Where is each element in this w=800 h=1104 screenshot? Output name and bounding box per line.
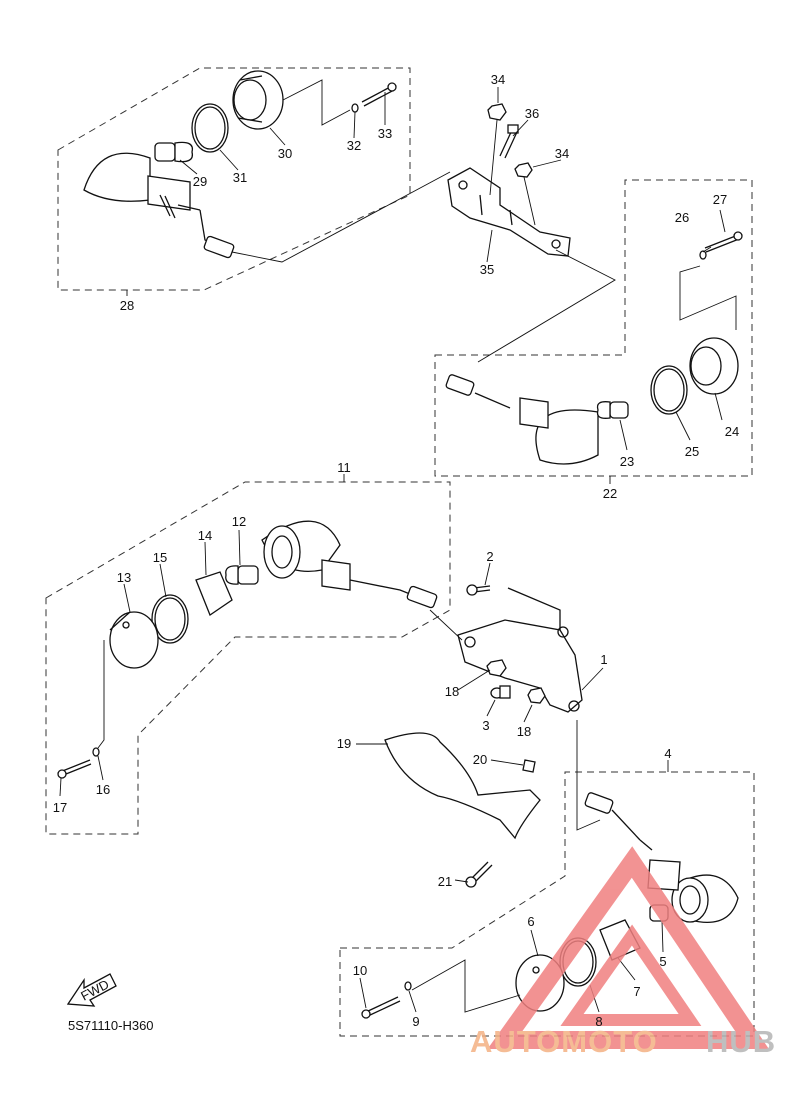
- callout-5: 5: [659, 954, 666, 969]
- callout-23: 23: [620, 454, 634, 469]
- callout-35: 35: [480, 262, 494, 277]
- callout-18b: 18: [517, 724, 531, 739]
- bracket-1: [457, 584, 583, 713]
- callout-18a: 18: [445, 684, 459, 699]
- callout-1: 1: [600, 652, 607, 667]
- callout-31: 31: [233, 170, 247, 185]
- group-4-boundary: [339, 771, 755, 1037]
- callout-36: 36: [525, 106, 539, 121]
- turn-signal-assembly-22: [445, 231, 743, 465]
- callout-7: 7: [633, 984, 640, 999]
- group-11-boundary: [45, 481, 451, 835]
- callout-12: 12: [232, 514, 246, 529]
- callout-13: 13: [117, 570, 131, 585]
- callout-6: 6: [527, 914, 534, 929]
- leader-lines: [59, 87, 726, 1013]
- callout-19: 19: [337, 736, 351, 751]
- callout-11: 11: [337, 460, 351, 475]
- stay-19: [384, 732, 541, 888]
- group-22-boundary: [434, 179, 753, 477]
- watermark-logo: AUTOMOTO HUB: [470, 846, 776, 1059]
- callout-28: 28: [120, 298, 134, 313]
- callout-22: 22: [603, 486, 617, 501]
- callout-16: 16: [96, 782, 110, 797]
- callout-20: 20: [473, 752, 487, 767]
- callout-21: 21: [438, 874, 452, 889]
- callout-labels: 1 2 3 4 5 6 7 8 9 10 11 12 13 14 15 16 1…: [53, 72, 739, 1029]
- fwd-arrow-icon: FWD: [66, 973, 117, 1007]
- callout-15: 15: [153, 550, 167, 565]
- callout-34b: 34: [555, 146, 569, 161]
- callout-29: 29: [193, 174, 207, 189]
- watermark-text-automoto: AUTOMOTO: [470, 1024, 658, 1059]
- callout-32: 32: [347, 138, 361, 153]
- turn-signal-assembly-28: [83, 70, 397, 259]
- bracket-35: [447, 103, 571, 257]
- callout-25: 25: [685, 444, 699, 459]
- callout-26: 26: [675, 210, 689, 225]
- callout-24: 24: [725, 424, 739, 439]
- watermark-text-hub: HUB: [706, 1024, 776, 1059]
- callout-30: 30: [278, 146, 292, 161]
- callout-14: 14: [198, 528, 212, 543]
- diagram-code: 5S71110-H360: [68, 1018, 154, 1033]
- callout-10: 10: [353, 963, 367, 978]
- callout-9: 9: [412, 1014, 419, 1029]
- callout-4: 4: [664, 746, 671, 761]
- callout-8: 8: [595, 1014, 602, 1029]
- callout-33: 33: [378, 126, 392, 141]
- callout-17: 17: [53, 800, 67, 815]
- turn-signal-assembly-11: [57, 520, 438, 779]
- callout-3: 3: [482, 718, 489, 733]
- callout-27: 27: [713, 192, 727, 207]
- watermark-triangle: [487, 846, 769, 1049]
- callout-2: 2: [486, 549, 493, 564]
- callout-34a: 34: [491, 72, 505, 87]
